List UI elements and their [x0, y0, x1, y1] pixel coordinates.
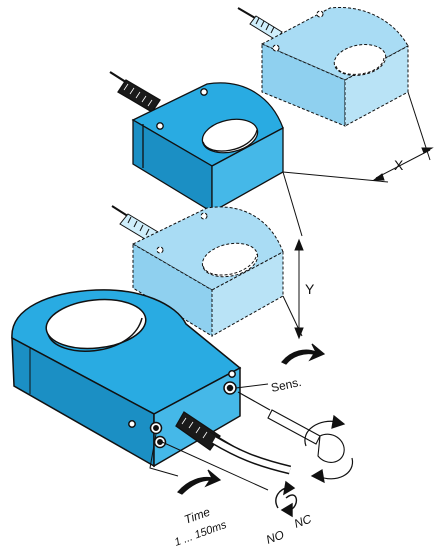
- time-leader: [149, 433, 179, 477]
- sensor-foreground: [11, 289, 242, 468]
- no-nc-leader: [161, 441, 269, 491]
- time-label: Time: [182, 504, 212, 526]
- sensor-ghost-top: [237, 6, 409, 127]
- y-label: Y: [305, 281, 315, 297]
- sensor-ghost-mid: [111, 205, 284, 337]
- sensor-main: [109, 71, 284, 214]
- x-label: X: [394, 157, 404, 173]
- y-dimension: [282, 171, 304, 340]
- cable-connector-icon: [109, 71, 161, 113]
- no-label: NO: [264, 528, 286, 547]
- nc-label: NC: [292, 512, 313, 531]
- rotate-arrows-icon: [275, 480, 297, 518]
- curved-arrow-icon: [281, 343, 326, 365]
- sens-leader: [235, 383, 269, 389]
- sens-label: Sens.: [270, 375, 303, 395]
- cable-connector-icon: [175, 411, 292, 475]
- time-range-label: 1 ... 150ms: [173, 519, 229, 549]
- screwdriver-icon: [237, 391, 345, 463]
- cable-connector-icon: [237, 7, 283, 41]
- x-dimension: [282, 91, 434, 183]
- rotate-arrows-icon: [304, 414, 354, 484]
- curved-arrow-icon: [177, 469, 222, 495]
